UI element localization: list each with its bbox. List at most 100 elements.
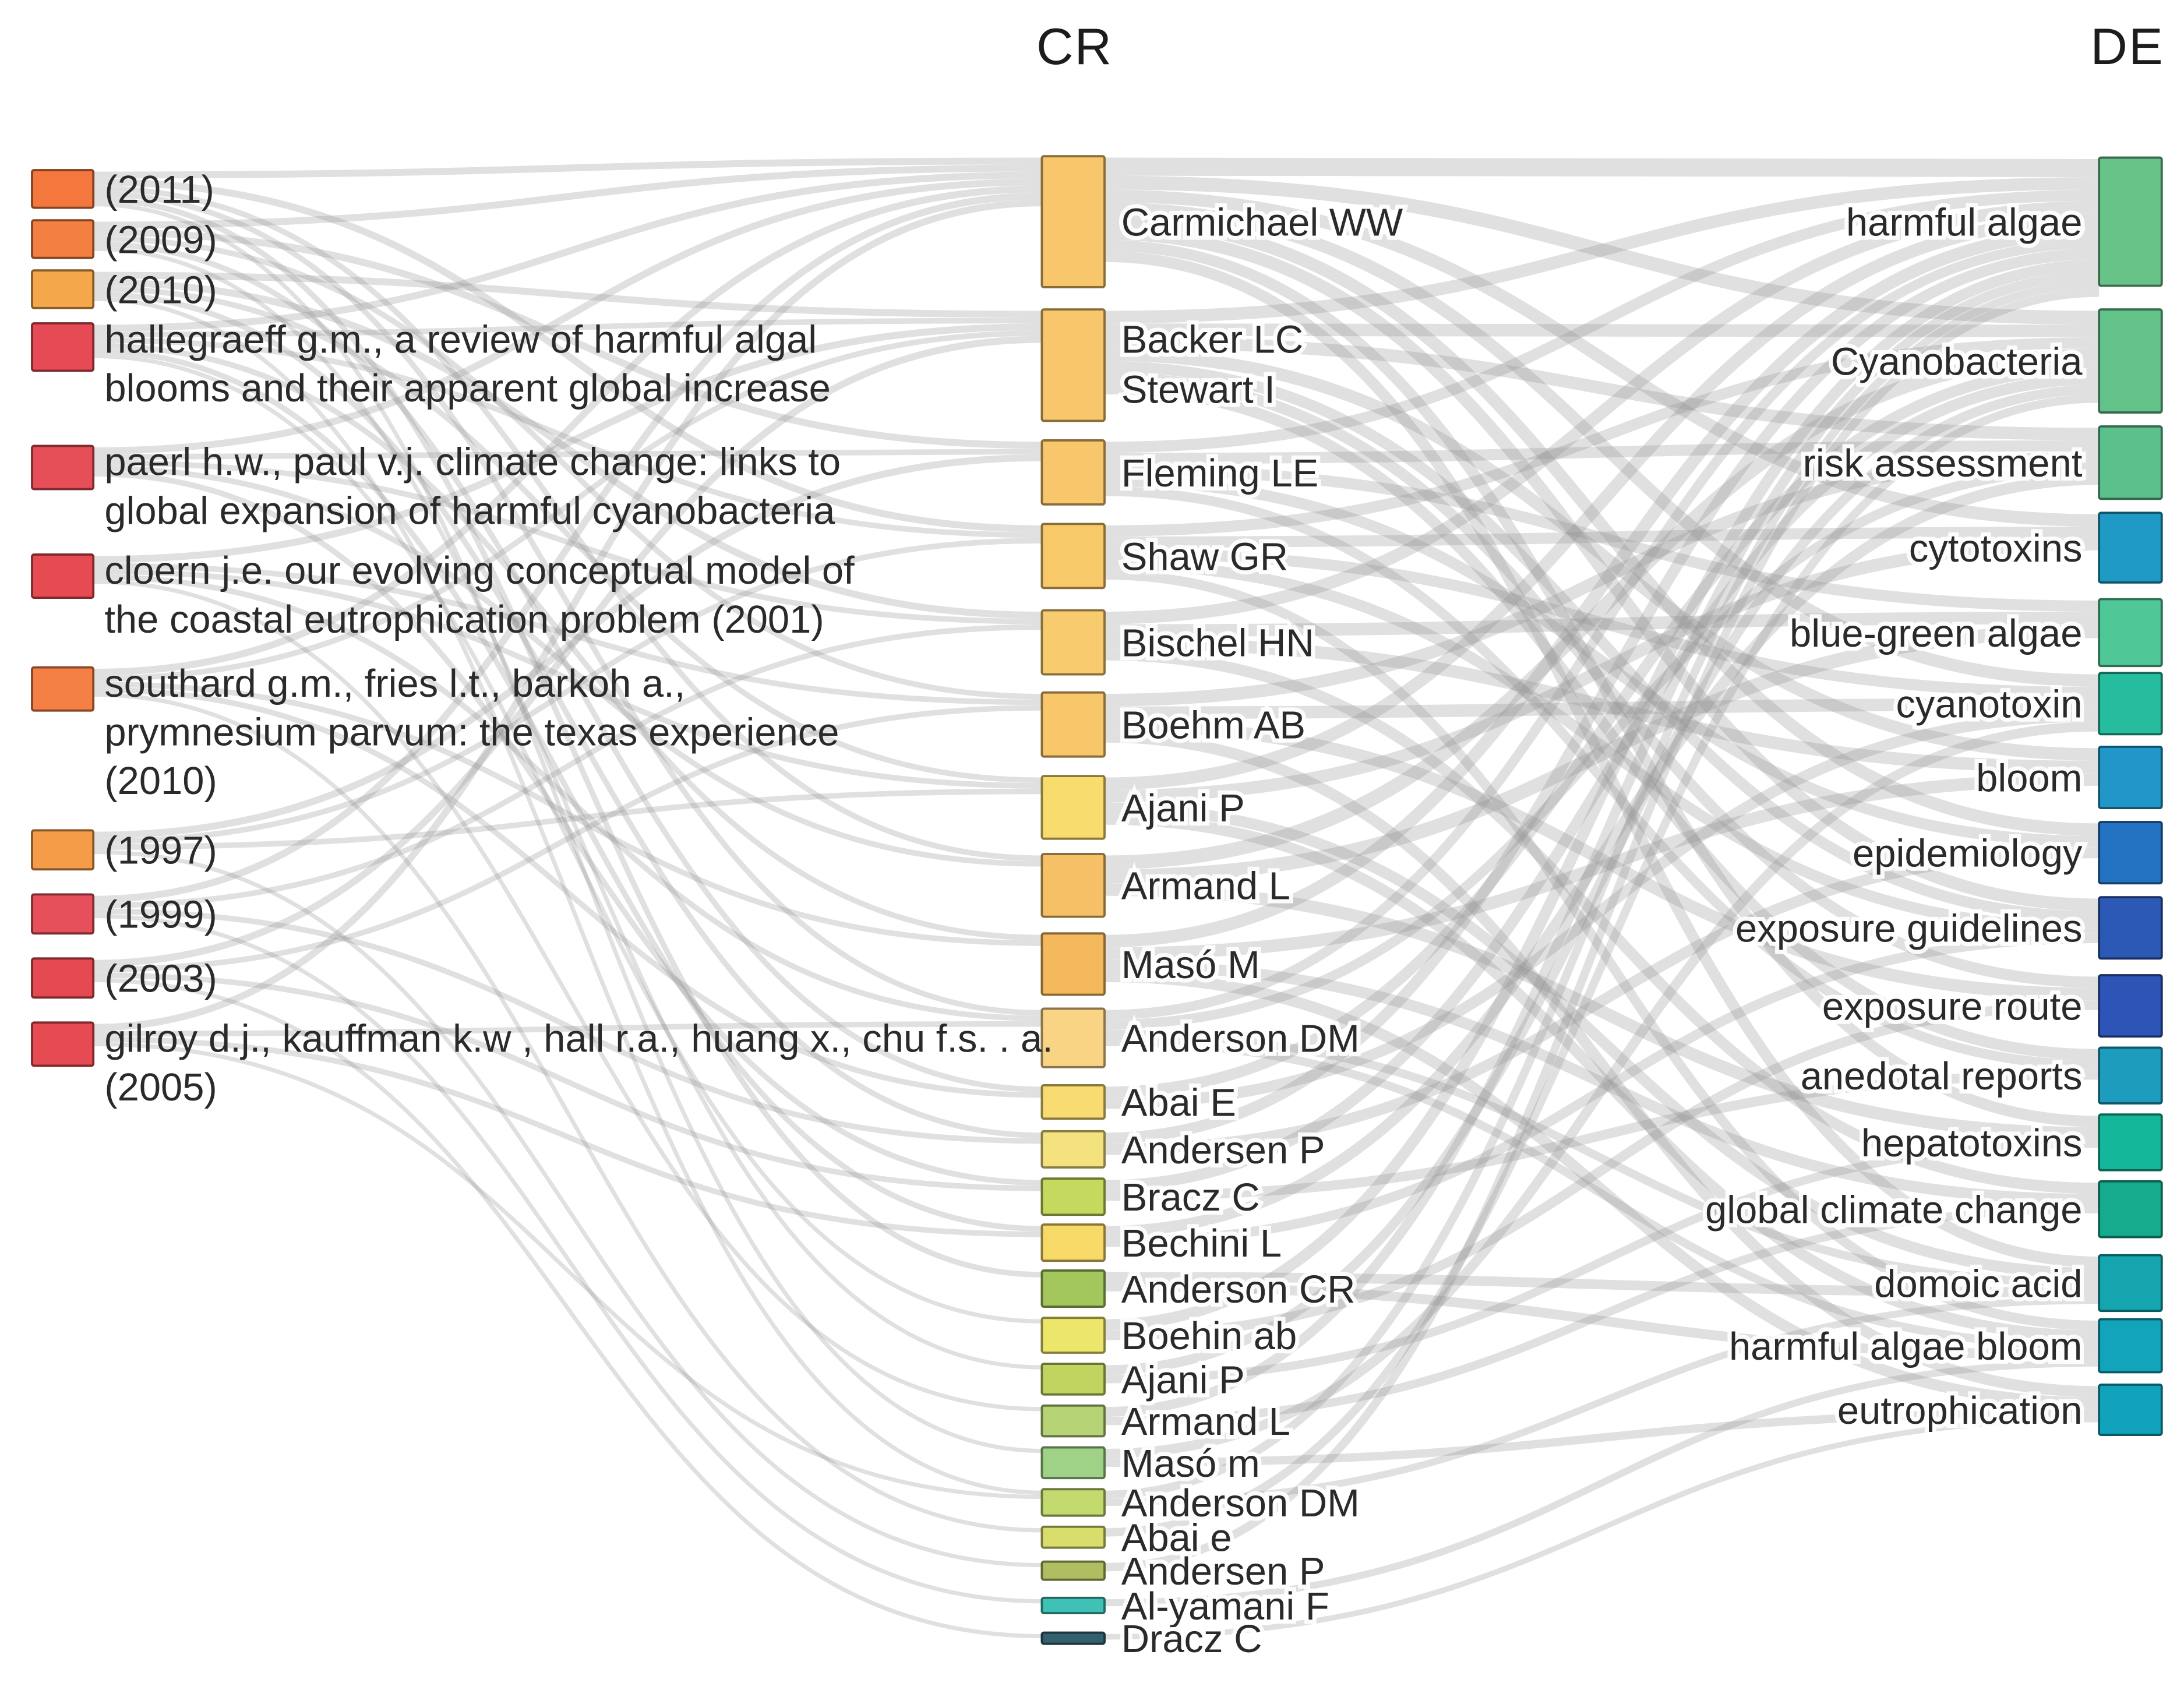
right-node-keyword-9[interactable] [2098, 974, 2163, 1038]
right-node-keyword-7[interactable] [2098, 821, 2163, 885]
right-node-keyword-1[interactable] [2098, 308, 2163, 414]
middle-node-author-1[interactable] [1040, 308, 1106, 422]
flow-link-ref-to-author [93, 190, 1042, 1016]
left-node-label: hallegraeff g.m., a review of harmful al… [104, 317, 817, 361]
middle-node-author-21[interactable] [1040, 1560, 1106, 1581]
left-node-reference-8[interactable] [31, 893, 95, 935]
left-node-label: the coastal eutrophication problem (2001… [104, 598, 824, 641]
flow-link-ref-to-author [93, 317, 1042, 337]
flow-link-ref-to-author [93, 164, 1042, 229]
middle-node-author-4[interactable] [1040, 609, 1106, 676]
right-node-keyword-15[interactable] [2098, 1384, 2163, 1436]
right-node-keyword-6[interactable] [2098, 746, 2163, 810]
middle-node-author-8[interactable] [1040, 932, 1106, 996]
left-node-label: (2011) [104, 168, 214, 211]
right-node-keyword-0[interactable] [2098, 156, 2163, 287]
flow-link-author-to-keyword [1105, 337, 2100, 537]
column-header-cr: CR [1036, 17, 1113, 75]
flow-link-ref-to-author [93, 196, 1042, 1278]
right-node-keyword-4[interactable] [2098, 598, 2163, 668]
left-node-reference-9[interactable] [31, 957, 95, 999]
flow-link-author-to-keyword [1105, 1297, 2100, 1506]
right-node-keyword-13[interactable] [2098, 1254, 2163, 1312]
flow-link-author-to-keyword [1105, 538, 2100, 803]
middle-node-author-14[interactable] [1040, 1269, 1106, 1308]
left-node-reference-10[interactable] [31, 1021, 95, 1067]
flow-link-author-to-keyword [1105, 883, 2100, 1140]
right-node-label: harmful algae bloom [1729, 1325, 2083, 1368]
flow-link-ref-to-author [93, 199, 1042, 1031]
flow-link-ref-to-author [93, 538, 1042, 845]
left-node-label: prymnesium parvum: the texas experience [104, 711, 839, 754]
middle-node-author-18[interactable] [1040, 1446, 1106, 1480]
left-node-reference-6[interactable] [31, 666, 95, 712]
right-node-keyword-12[interactable] [2098, 1180, 2163, 1239]
middle-node-author-2[interactable] [1040, 439, 1106, 506]
middle-node-author-0[interactable] [1040, 155, 1106, 288]
left-node-reference-0[interactable] [31, 169, 95, 209]
flow-link-ref-to-author [93, 978, 1042, 1639]
flow-link-ref-to-author [93, 291, 1042, 1138]
right-node-label: global climate change [1705, 1188, 2082, 1232]
right-node-label: domoic acid [1874, 1262, 2082, 1306]
flow-link-ref-to-author [93, 687, 1042, 1098]
middle-node-author-10[interactable] [1040, 1084, 1106, 1120]
flow-link-ref-to-author [93, 972, 1042, 1191]
right-node-keyword-10[interactable] [2098, 1046, 2163, 1105]
right-node-keyword-14[interactable] [2098, 1318, 2163, 1374]
flow-link-author-to-keyword [1104, 250, 2100, 1268]
middle-node-author-3[interactable] [1040, 523, 1106, 590]
right-node-keyword-5[interactable] [2098, 672, 2163, 736]
middle-node-label: Bechini L [1121, 1222, 1282, 1265]
right-node-label: blue-green algae [1790, 612, 2082, 655]
flow-link-author-to-keyword [1105, 1139, 2100, 1384]
flow-link-author-to-keyword [1105, 1070, 2100, 1201]
middle-node-label: Backer LC [1121, 317, 1304, 361]
left-node-label: (1997) [104, 829, 217, 873]
flow-link-ref-to-author [93, 624, 1042, 909]
left-node-reference-5[interactable] [31, 553, 95, 599]
middle-node-author-12[interactable] [1040, 1177, 1106, 1216]
flow-link-ref-to-author [93, 348, 1042, 1232]
middle-node-label: Ajani P [1121, 1358, 1245, 1402]
right-node-keyword-3[interactable] [2098, 511, 2163, 584]
flow-link-ref-to-author [93, 235, 1042, 700]
flow-link-author-to-keyword [1105, 348, 2100, 870]
left-node-reference-4[interactable] [31, 444, 95, 491]
left-node-label: cloern j.e. our evolving conceptual mode… [104, 549, 855, 592]
middle-node-label: Masó m [1121, 1442, 1260, 1486]
right-node-keyword-11[interactable] [2098, 1113, 2163, 1172]
right-node-keyword-2[interactable] [2098, 425, 2163, 500]
flow-link-ref-to-author [93, 178, 1042, 532]
flow-link-author-to-keyword [1105, 719, 2100, 1001]
middle-node-author-9[interactable] [1040, 1007, 1106, 1068]
middle-node-author-22[interactable] [1040, 1596, 1106, 1614]
middle-node-author-23[interactable] [1040, 1631, 1106, 1645]
left-node-reference-3[interactable] [31, 322, 95, 372]
flow-link-ref-to-author [93, 246, 1042, 1370]
left-node-label: global expansion of harmful cyanobacteri… [104, 489, 835, 532]
middle-node-author-11[interactable] [1040, 1130, 1106, 1169]
middle-node-author-15[interactable] [1040, 1317, 1106, 1354]
middle-node-author-20[interactable] [1040, 1525, 1106, 1549]
flow-link-author-to-keyword [1105, 847, 2100, 1155]
middle-node-label: Bischel HN [1121, 622, 1314, 665]
flow-link-ref-to-author [93, 705, 1042, 973]
middle-node-author-17[interactable] [1040, 1404, 1106, 1438]
middle-node-author-6[interactable] [1040, 775, 1106, 840]
flow-link-author-to-keyword [1105, 214, 2100, 836]
flow-link-ref-to-author [93, 297, 1042, 1495]
middle-node-author-5[interactable] [1040, 691, 1106, 758]
middle-node-label: Armand L [1121, 865, 1290, 908]
flow-link-ref-to-author [93, 157, 1042, 179]
middle-node-author-13[interactable] [1040, 1223, 1106, 1262]
middle-node-author-19[interactable] [1040, 1488, 1106, 1517]
left-node-reference-7[interactable] [31, 829, 95, 871]
middle-node-author-16[interactable] [1040, 1363, 1106, 1396]
right-node-keyword-8[interactable] [2098, 896, 2163, 960]
left-node-reference-1[interactable] [31, 219, 95, 259]
middle-node-author-7[interactable] [1040, 853, 1106, 918]
flow-link-ref-to-author [93, 241, 1042, 1092]
left-node-reference-2[interactable] [31, 269, 95, 309]
flow-link-ref-to-author [93, 171, 1042, 332]
